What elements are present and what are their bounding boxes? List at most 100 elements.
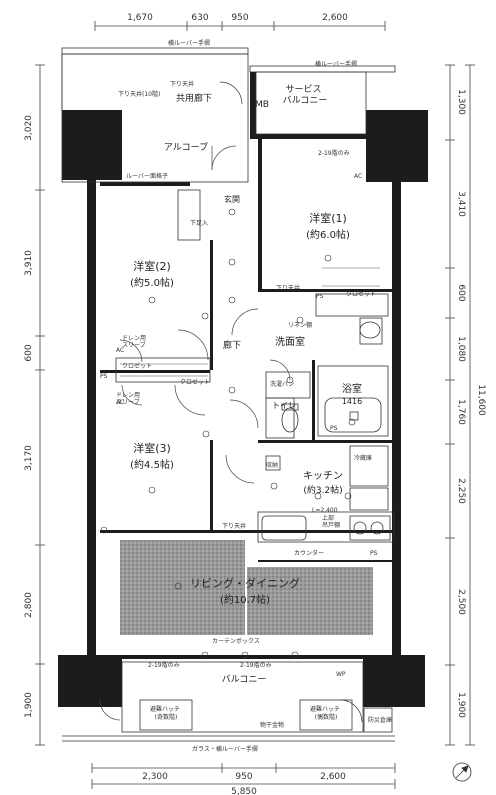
dim-top-1: 1,670 — [127, 13, 153, 23]
room-washroom: 洗面室 — [275, 335, 305, 348]
room-mb: MB — [255, 100, 269, 110]
drain-sleeve-2-line2: スリーブ — [116, 398, 140, 406]
dim-right-4: 1,080 — [456, 336, 466, 362]
dim-right-7: 2,500 — [456, 589, 466, 615]
evac-odd-line2: (奇数階) — [155, 713, 178, 721]
room-bath-size: 1416 — [342, 397, 362, 406]
label-washer-pan: 洗濯パン — [270, 380, 294, 388]
fixture-points — [100, 208, 356, 659]
room-western3-size: (約4.5帖) — [130, 458, 174, 471]
dim-bottom-1: 2,300 — [142, 772, 168, 782]
label-curtain-box: カーテンボックス — [212, 637, 260, 645]
label-fridge: 冷蔵庫 — [354, 454, 372, 462]
label-closet-1: クロゼット — [346, 290, 376, 298]
room-balcony: バルコニー — [222, 674, 267, 685]
label-drying-hardware: 物干金物 — [260, 721, 284, 729]
dim-top-4: 2,600 — [322, 13, 348, 23]
ldk-floor — [120, 540, 373, 635]
label-evac-even: 避難ハッチ (偶数階) — [310, 705, 342, 721]
label-drain-sleeve-1: ドレン用 スリーブ — [122, 335, 148, 349]
room-kitchen-name: キッチン — [303, 470, 343, 482]
label-counter: カウンター — [294, 549, 324, 557]
dim-top-3: 950 — [231, 13, 248, 23]
label-upper-cabinet: 上部 吊戸棚 — [322, 514, 340, 529]
service-balcony-line2: バルコニー — [283, 95, 328, 106]
label-floors-2-19-top: 2-19階のみ — [318, 149, 350, 157]
room-alcove: アルコーブ — [164, 141, 208, 153]
room-western1-name: 洋室(1) — [309, 211, 347, 225]
label-lowered-ceiling-ldk: 下り天井 — [222, 522, 246, 530]
label-l-2400: L=2,400 — [312, 507, 338, 514]
dim-right-total: 11,600 — [476, 384, 486, 416]
dim-right-5: 1,760 — [456, 399, 466, 425]
louver-rail-top-right-label: 横ルーバー手摺 — [315, 60, 357, 68]
label-ac-1: AC — [354, 173, 362, 180]
room-ldk-name: リビング・ダイニング — [190, 576, 300, 590]
label-closet-2: クロゼット — [122, 362, 152, 370]
room-toilet: トイレ — [272, 401, 296, 410]
label-ps-4: PS — [330, 425, 338, 432]
evac-odd-line1: 避難ハッチ — [150, 705, 180, 713]
label-lowered-ceiling-hall: 下り天井 — [276, 284, 300, 292]
dim-right-3: 600 — [456, 284, 466, 301]
drain-sleeve-2-line1: ドレン用 — [116, 392, 140, 399]
dim-bottom-2: 950 — [235, 772, 252, 782]
label-evac-odd: 避難ハッチ (奇数階) — [150, 705, 182, 721]
door-swings — [99, 81, 363, 723]
drain-sleeve-1-line1: ドレン用 — [122, 335, 146, 342]
column-top-right — [366, 110, 428, 182]
dim-top-2: 630 — [191, 13, 208, 23]
label-lowered-ceiling-10: 下り天井(10階) — [118, 90, 160, 98]
label-storage: 収納 — [266, 461, 278, 469]
label-ps-3: PS — [370, 550, 378, 557]
evac-even-line1: 避難ハッチ — [310, 705, 340, 713]
dim-right-2: 3,410 — [456, 191, 466, 217]
dim-left-4: 3,170 — [24, 445, 34, 471]
room-western1-size: (約6.0帖) — [306, 228, 350, 241]
label-shoes: 下足入 — [190, 220, 208, 227]
room-hall: 廊下 — [223, 339, 241, 351]
room-service-balcony: サービス バルコニー — [283, 84, 328, 106]
room-ldk-size: (約10.7帖) — [220, 593, 270, 606]
room-bath-name: 浴室 — [342, 382, 362, 395]
dim-left-1: 3,020 — [24, 115, 34, 141]
label-drain-sleeve-2: ドレン用 スリーブ — [116, 392, 142, 406]
structural-columns — [58, 110, 428, 707]
label-closet-3: クロゼット — [180, 378, 210, 386]
dim-left-6: 1,900 — [24, 692, 34, 718]
evac-even-line2: (偶数階) — [315, 713, 338, 721]
kitchen-fixtures — [261, 445, 391, 541]
label-ps-1: PS — [316, 293, 324, 300]
label-ac-3: AC — [116, 399, 124, 406]
upper-cabinet-line1: 上部 — [322, 514, 334, 522]
upper-cabinet-line2: 吊戸棚 — [322, 521, 340, 529]
dim-left-2: 3,910 — [24, 250, 34, 276]
column-bottom-left — [58, 655, 122, 707]
sanitary-fixtures — [281, 317, 383, 433]
north-arrow-icon — [452, 762, 472, 782]
dim-right-8: 1,900 — [456, 692, 466, 718]
dim-bottom-3: 2,600 — [320, 772, 346, 782]
dim-left-3: 600 — [24, 344, 34, 361]
label-floors-2-19-bal-left: 2-19階のみ — [148, 661, 180, 669]
label-louver-grille: ルーバー面格子 — [126, 172, 168, 180]
walls — [87, 72, 401, 659]
dim-bottom-total: 5,850 — [231, 787, 257, 795]
column-top-left — [62, 110, 122, 180]
room-western3-name: 洋室(3) — [133, 441, 171, 455]
dimension-lines — [35, 21, 475, 789]
label-ps-2: PS — [100, 373, 108, 380]
service-balcony-line1: サービス — [286, 84, 322, 95]
glass-louver-rail-label: ガラス・横ルーバー手摺 — [192, 745, 258, 753]
label-fire-cabinet: 防災倉庫 — [368, 716, 392, 724]
dim-right-1: 1,300 — [456, 89, 466, 115]
label-lowered-ceiling-top: 下り天井 — [170, 80, 194, 88]
outlines — [61, 53, 395, 733]
dim-right-6: 2,250 — [456, 478, 466, 504]
room-western2-name: 洋室(2) — [133, 259, 171, 273]
room-common-corridor: 共用廊下 — [176, 92, 212, 104]
column-bottom-right — [363, 655, 425, 707]
label-ac-2: AC — [116, 347, 124, 354]
drain-sleeve-1-line2: スリーブ — [122, 341, 146, 349]
